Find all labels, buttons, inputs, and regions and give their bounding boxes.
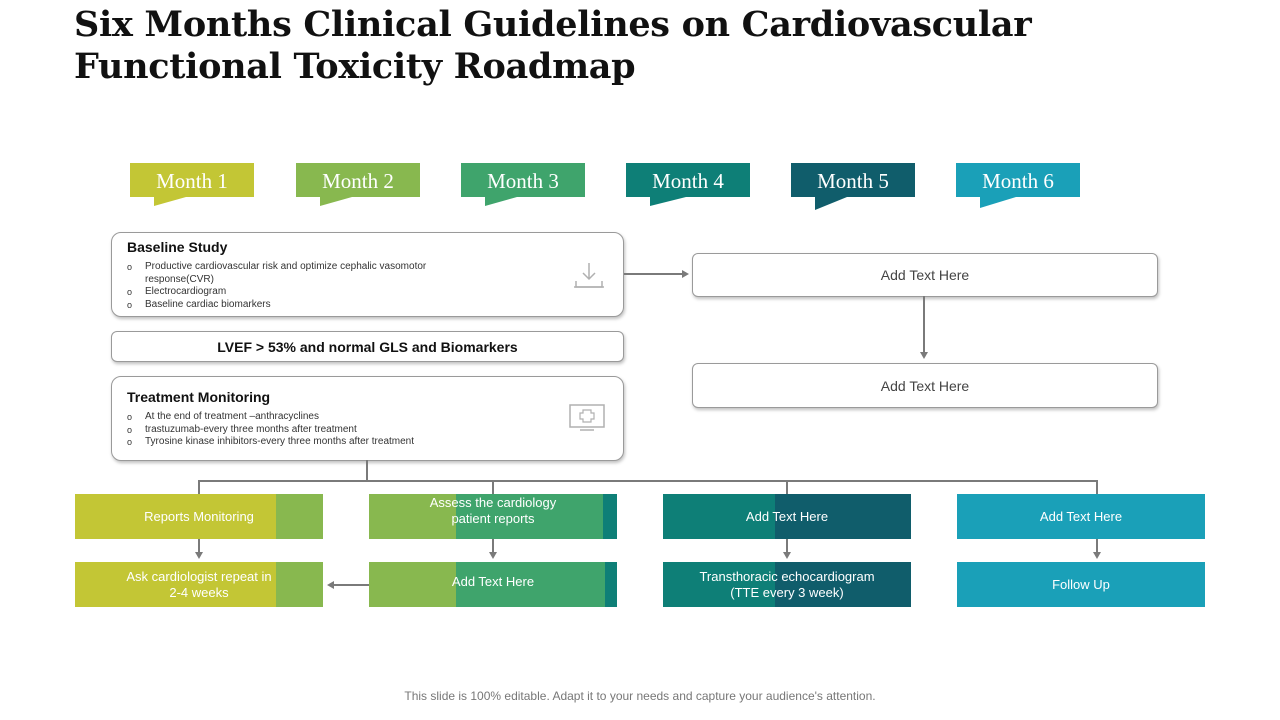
col4-top-label: Add Text Here: [1039, 508, 1123, 524]
connector-drop-2: [492, 480, 494, 494]
right-text-box-1: Add Text Here: [692, 253, 1158, 297]
col2-arrowhead: [489, 552, 497, 559]
download-tray-icon: [574, 263, 604, 288]
col2-bottom-accent-b: [605, 562, 617, 607]
month-6-pointer: [980, 197, 1016, 208]
month-4-pointer: [650, 197, 686, 206]
connector-right-boxes: [923, 296, 925, 352]
treatment-item-3: Tyrosine kinase inhibitors-every three m…: [127, 436, 547, 449]
col2-top-accent-b: [603, 494, 617, 539]
connector-drop-4: [1096, 480, 1098, 494]
month-6-tag: Month 6: [956, 163, 1080, 208]
connector-trunk: [366, 460, 368, 480]
month-5-pointer: [815, 197, 847, 210]
col1-top-label: Reports Monitoring: [144, 508, 254, 524]
connector-drop-1: [198, 480, 200, 494]
arrowhead-down: [920, 352, 928, 359]
col2-top-block: Assess the cardiology patient reports: [369, 494, 617, 539]
col2-connector: [492, 539, 494, 552]
treatment-item-1: At the end of treatment –anthracyclines: [127, 411, 547, 424]
month-6-label: Month 6: [982, 169, 1054, 193]
treatment-item-2: trastuzumab-every three months after tre…: [127, 424, 547, 437]
arrowhead-right: [682, 270, 689, 278]
col3-top-accent: [775, 494, 911, 539]
month-1-pointer: [154, 197, 186, 206]
col4-arrowhead: [1093, 552, 1101, 559]
treatment-monitoring-list: At the end of treatment –anthracyclines …: [127, 411, 547, 449]
col2-top-accent-a: [456, 494, 603, 539]
col1-top-accent: [276, 494, 323, 539]
col1-bottom-accent: [276, 562, 323, 607]
connector-baseline-to-box: [624, 273, 682, 275]
lvef-condition-text: LVEF > 53% and normal GLS and Biomarkers: [217, 338, 518, 355]
col2-to-col1-arrowhead: [327, 581, 334, 589]
col2-top-label: Assess the cardiology patient reports: [429, 494, 557, 526]
col2-bottom-accent-a: [456, 562, 605, 607]
baseline-item-1: Productive cardiovascular risk and optim…: [127, 261, 465, 286]
col3-connector: [786, 539, 788, 552]
month-3-pointer: [485, 197, 517, 206]
col3-bottom-block: Transthoracic echocardiogram (TTE every …: [663, 562, 911, 607]
col1-top-block: Reports Monitoring: [75, 494, 323, 539]
month-5-tag: Month 5: [791, 163, 915, 210]
col3-top-block: Add Text Here: [663, 494, 911, 539]
col3-bottom-accent: [775, 562, 911, 607]
col1-bottom-block: Ask cardiologist repeat in 2-4 weeks: [75, 562, 323, 607]
col4-top-block: Add Text Here: [957, 494, 1205, 539]
col1-connector: [198, 539, 200, 552]
baseline-item-3: Baseline cardiac biomarkers: [127, 299, 547, 312]
month-3-tag: Month 3: [461, 163, 585, 206]
page-title: Six Months Clinical Guidelines on Cardio…: [74, 4, 1032, 87]
right-text-box-2-label: Add Text Here: [880, 377, 970, 394]
baseline-item-2: Electrocardiogram: [127, 286, 547, 299]
baseline-study-heading: Baseline Study: [127, 239, 228, 255]
right-text-box-1-label: Add Text Here: [880, 267, 970, 283]
col2-bottom-block: Add Text Here: [369, 562, 617, 607]
medical-monitor-icon: [569, 404, 605, 431]
lvef-condition-box: LVEF > 53% and normal GLS and Biomarkers: [111, 331, 624, 362]
col3-arrowhead: [783, 552, 791, 559]
baseline-study-card: Baseline Study Productive cardiovascular…: [111, 232, 624, 317]
col3-top-label: Add Text Here: [745, 508, 829, 524]
col2-bottom-label: Add Text Here: [451, 573, 535, 589]
month-3-label: Month 3: [487, 169, 559, 193]
col1-arrowhead: [195, 552, 203, 559]
connector-drop-3: [786, 480, 788, 494]
baseline-study-list: Productive cardiovascular risk and optim…: [127, 261, 547, 311]
month-1-label: Month 1: [156, 169, 228, 193]
month-4-tag: Month 4: [626, 163, 750, 206]
month-2-label: Month 2: [322, 169, 394, 193]
month-1-tag: Month 1: [130, 163, 254, 206]
col4-bottom-label: Follow Up: [1052, 576, 1110, 592]
connector-horizontal: [198, 480, 1098, 482]
col1-bottom-label: Ask cardiologist repeat in 2-4 weeks: [126, 568, 272, 600]
month-2-tag: Month 2: [296, 163, 420, 206]
footer-note: This slide is 100% editable. Adapt it to…: [404, 689, 876, 703]
col3-bottom-label: Transthoracic echocardiogram (TTE every …: [699, 568, 875, 600]
col4-bottom-block: Follow Up: [957, 562, 1205, 607]
month-2-pointer: [320, 197, 352, 206]
right-text-box-2: Add Text Here: [692, 363, 1158, 408]
col4-connector: [1096, 539, 1098, 552]
treatment-monitoring-card: Treatment Monitoring At the end of treat…: [111, 376, 624, 461]
month-5-label: Month 5: [817, 169, 889, 193]
month-4-label: Month 4: [652, 169, 724, 193]
col2-to-col1-connector: [334, 584, 369, 586]
treatment-monitoring-heading: Treatment Monitoring: [127, 389, 271, 405]
